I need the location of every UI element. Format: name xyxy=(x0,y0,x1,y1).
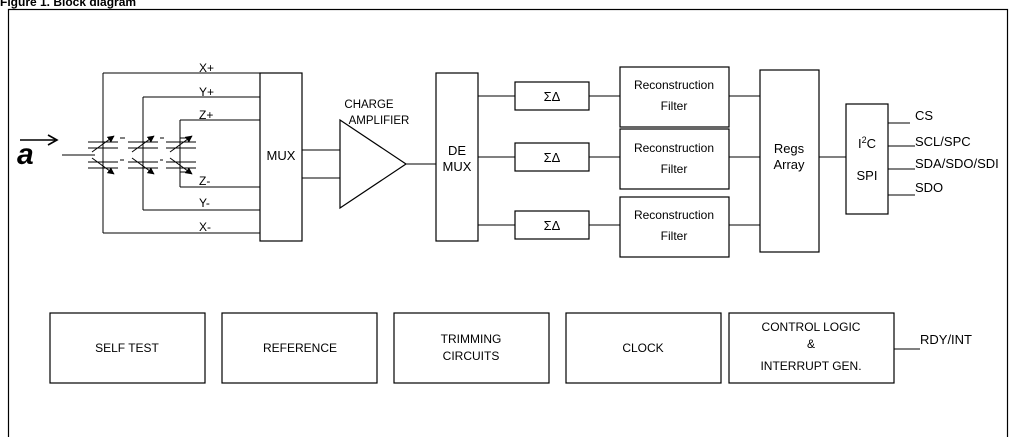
pin-scl-spc: SCL/SPC xyxy=(915,134,971,149)
control-logic-block xyxy=(728,312,895,384)
spi-label: SPI xyxy=(857,168,878,183)
filter-3-line-1: Reconstruction xyxy=(634,208,714,222)
pin-sda-sdo-sdi: SDA/SDO/SDI xyxy=(915,156,999,171)
axis-label-y-plus: Y+ xyxy=(199,85,214,99)
acceleration-input: a xyxy=(17,134,59,171)
charge-amplifier xyxy=(339,118,408,210)
filter-3-line-2: Filter xyxy=(661,229,688,243)
regs-label-2: Array xyxy=(773,157,805,172)
charge-amp-label-2: AMPLIFIER xyxy=(349,115,410,127)
mux-block xyxy=(259,72,303,242)
trimming-circuits-block xyxy=(393,312,550,384)
demux-label-1: DE xyxy=(448,143,466,158)
reconstruction-filter-2 xyxy=(619,128,730,190)
clock-block xyxy=(565,312,722,384)
demux-label-2: MUX xyxy=(443,159,472,174)
pin-cs: CS xyxy=(915,108,933,123)
figure-caption: Figure 1. Block diagram xyxy=(0,0,136,9)
sigma-delta-label-3: ΣΔ xyxy=(544,218,561,233)
filter-1-line-2: Filter xyxy=(661,99,688,113)
sigma-delta-block-2 xyxy=(514,142,590,172)
mux-label: MUX xyxy=(267,148,296,163)
sigma-delta-block-1 xyxy=(514,81,590,111)
control-label-3: INTERRUPT GEN. xyxy=(760,359,861,373)
axis-label-y-minus: Y- xyxy=(199,196,210,210)
axis-label-z-minus: Z- xyxy=(199,174,210,188)
pin-sdo: SDO xyxy=(915,180,943,195)
mems-sensor-cluster xyxy=(88,72,260,234)
reconstruction-filter-3 xyxy=(619,196,730,258)
i2c-label: I2C xyxy=(858,135,876,151)
axis-label-x-plus: X+ xyxy=(199,61,214,75)
clock-label: CLOCK xyxy=(622,341,663,355)
charge-amp-label-1: CHARGE xyxy=(344,99,394,111)
reference-block xyxy=(221,312,378,384)
axis-label-x-minus: X- xyxy=(199,220,211,234)
pin-rdy-int: RDY/INT xyxy=(920,332,972,347)
trimming-label-1: TRIMMING xyxy=(441,332,502,346)
control-label-1: CONTROL LOGIC xyxy=(762,320,861,334)
sigma-delta-label-2: ΣΔ xyxy=(544,150,561,165)
regs-array-block xyxy=(759,69,820,253)
acceleration-label: a xyxy=(17,138,34,171)
self-test-label: SELF TEST xyxy=(95,341,159,355)
reference-label: REFERENCE xyxy=(263,341,337,355)
sigma-delta-label-1: ΣΔ xyxy=(544,89,561,104)
axis-label-z-plus: Z+ xyxy=(199,108,213,122)
arrow-head-icon xyxy=(47,134,59,146)
trimming-label-2: CIRCUITS xyxy=(443,349,500,363)
filter-1-line-1: Reconstruction xyxy=(634,78,714,92)
regs-label-1: Regs xyxy=(774,141,805,156)
control-label-2: & xyxy=(807,337,815,351)
filter-2-line-1: Reconstruction xyxy=(634,141,714,155)
outer-frame xyxy=(7,8,1009,442)
sigma-delta-block-3 xyxy=(514,210,590,240)
i2c-spi-interface-block xyxy=(845,103,889,215)
reconstruction-filter-1 xyxy=(619,66,730,128)
self-test-block xyxy=(49,312,206,384)
filter-2-line-2: Filter xyxy=(661,162,688,176)
